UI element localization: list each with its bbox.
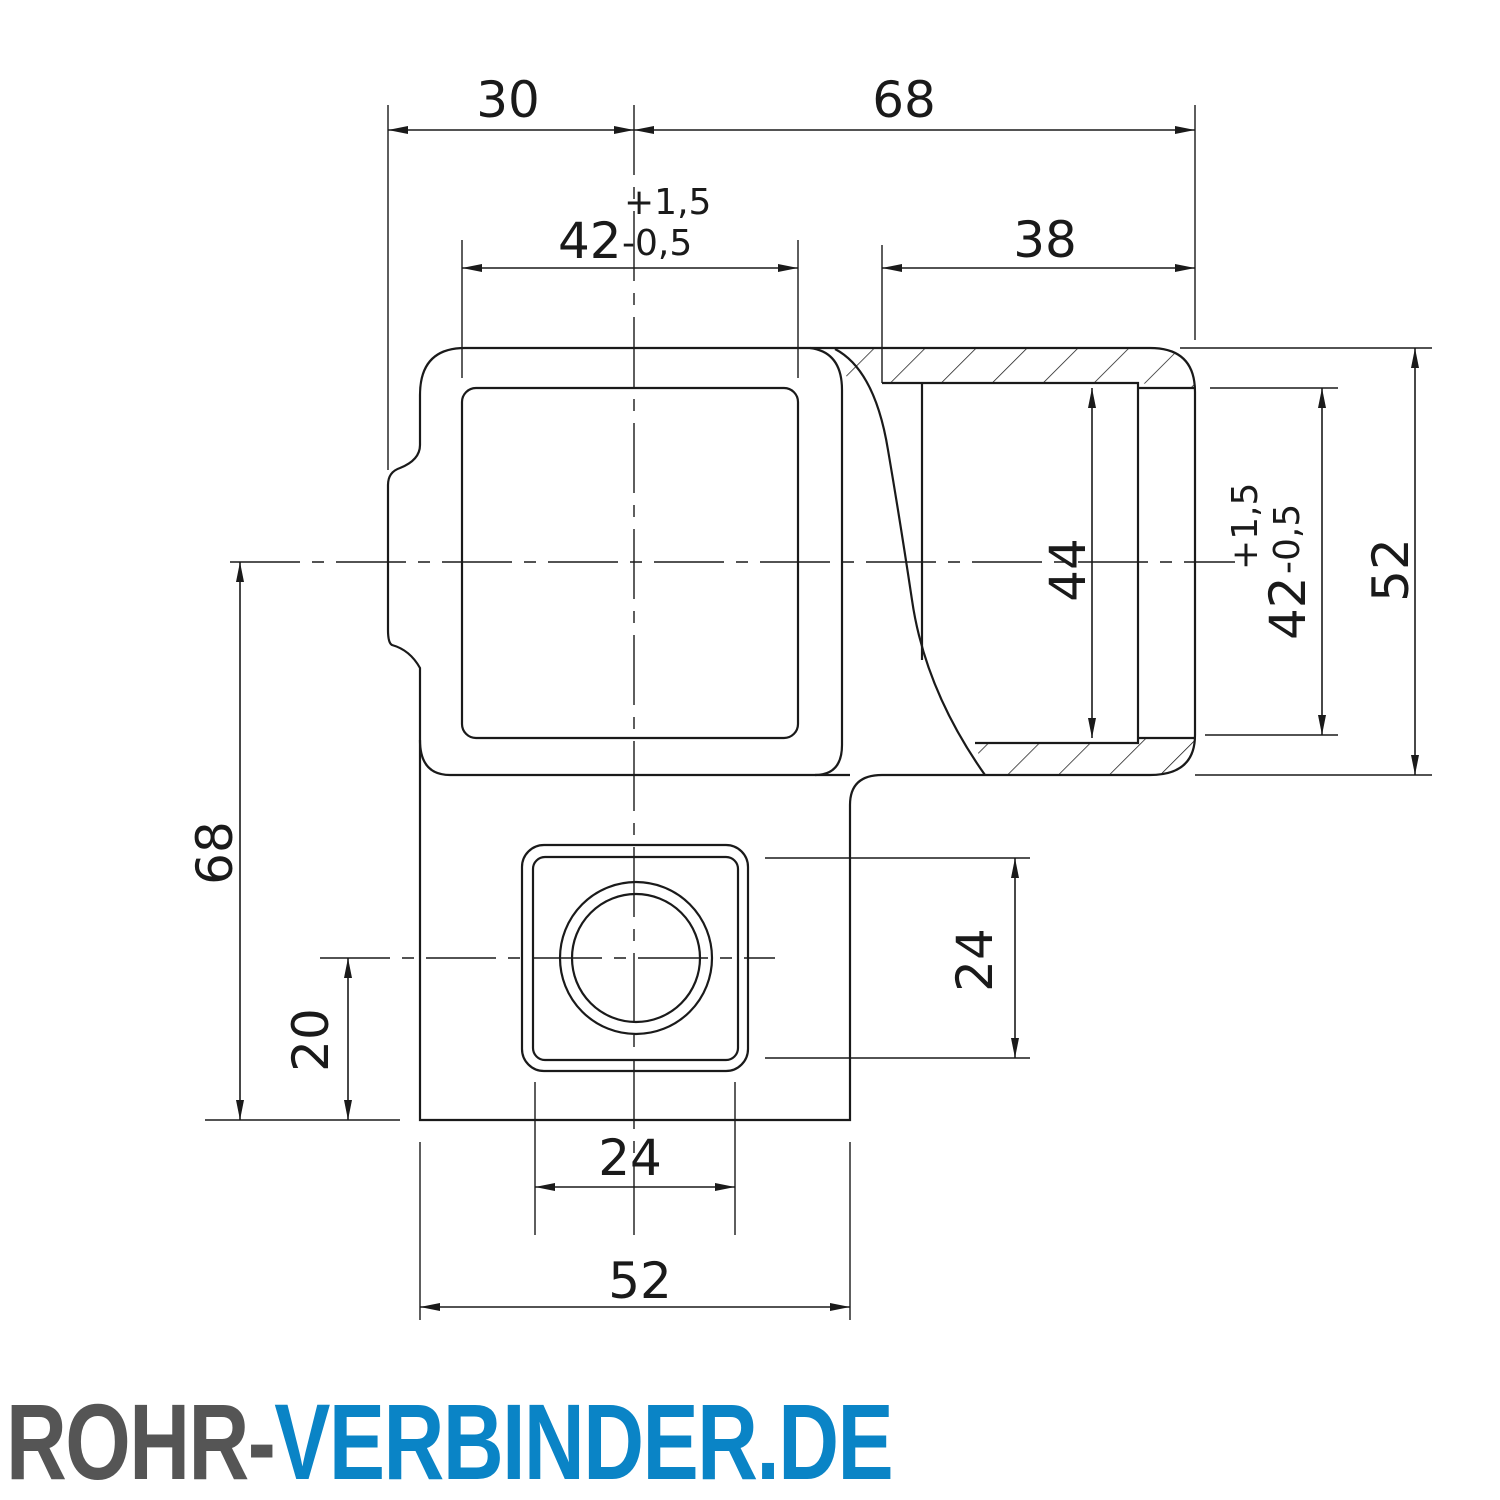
dim-42-right-tol-lower: -0,5: [1267, 504, 1308, 574]
dim-42-tol-lower: -0,5: [622, 223, 692, 264]
dim-42-right-group: 42 +1,5 -0,5: [1225, 483, 1317, 640]
logo-part-rohr: ROHR-: [6, 1381, 276, 1500]
dim-68-left: 68: [186, 821, 244, 885]
extension-lines: [205, 105, 1432, 1320]
hatched-section-top: [832, 349, 1195, 392]
hatched-section-bottom: [975, 738, 1195, 775]
bore-step: [1138, 386, 1195, 740]
dim-52-right: 52: [1362, 538, 1420, 602]
dim-24-right: 24: [946, 928, 1004, 992]
upper-block-right-edge: [809, 346, 844, 777]
dim-42-right: 42: [1259, 576, 1317, 640]
section-break-curve: [834, 348, 986, 776]
dim-30: 30: [476, 71, 540, 129]
dim-52-bottom: 52: [608, 1252, 672, 1310]
dim-68-top: 68: [872, 71, 936, 129]
dim-42-right-tol-upper: +1,5: [1225, 483, 1266, 570]
dim-38: 38: [1013, 211, 1077, 269]
dim-24-bottom: 24: [598, 1129, 662, 1187]
upper-socket-opening: [460, 386, 800, 740]
logo-part-verbinder: VERBINDER.DE: [274, 1381, 893, 1500]
dim-20: 20: [282, 1008, 340, 1072]
brand-logo: ROHR-VERBINDER.DE: [6, 1388, 894, 1496]
dim-44: 44: [1039, 538, 1097, 602]
bore-outline: [882, 381, 1140, 745]
dim-42-tol-upper: +1,5: [624, 182, 711, 223]
upper-block-bottom-edge: [418, 739, 850, 777]
fitting-outline: [386, 346, 1197, 1122]
dim-42: 42: [558, 212, 622, 270]
